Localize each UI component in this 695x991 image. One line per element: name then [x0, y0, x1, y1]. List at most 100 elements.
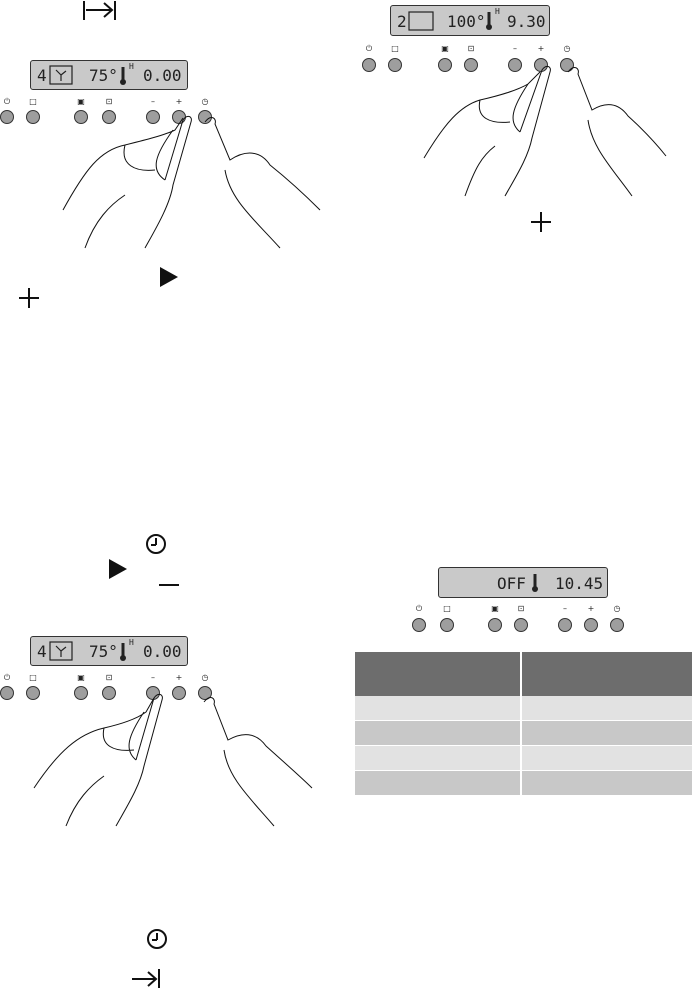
table-header-cell	[355, 652, 522, 696]
table-row	[355, 720, 692, 746]
hands-pressing-illustration	[62, 115, 321, 249]
minus-button[interactable]	[558, 618, 572, 632]
function-button[interactable]	[464, 58, 478, 72]
temperature-value: 100°	[447, 12, 486, 31]
oven-frame-icon	[408, 11, 434, 31]
power-button[interactable]	[0, 110, 14, 124]
table-row	[355, 745, 692, 771]
table-header-row	[355, 652, 692, 696]
thermometer-icon	[532, 574, 538, 592]
time-value: 9.30	[507, 12, 546, 31]
clock-symbol: ◷	[563, 44, 571, 53]
end-time-arrow-icon	[132, 969, 160, 988]
minus-symbol: –	[151, 673, 155, 682]
status-text: OFF	[497, 574, 526, 593]
play-triangle-icon	[109, 559, 127, 579]
table-cell	[355, 696, 522, 721]
program-button[interactable]	[74, 686, 88, 700]
clock-icon	[147, 929, 167, 949]
plus-symbol: +	[587, 604, 595, 613]
temperature-value: 75°	[89, 642, 118, 661]
function-button[interactable]	[514, 618, 528, 632]
function-button[interactable]	[102, 110, 116, 124]
thermometer-icon	[120, 643, 126, 661]
timer-indicator: H	[495, 7, 500, 16]
program-symbol: ▣	[491, 604, 499, 613]
light-symbol: □	[443, 604, 451, 613]
power-button[interactable]	[412, 618, 426, 632]
program-symbol: ▣	[441, 44, 449, 53]
program-button[interactable]	[488, 618, 502, 632]
program-number: 2	[397, 12, 407, 31]
minus-button[interactable]	[508, 58, 522, 72]
hands-pressing-illustration	[423, 65, 667, 197]
button-row-top-right: ⏻ □ ▣ ⊡ – + ◷	[360, 45, 585, 75]
plus-symbol: +	[175, 97, 183, 106]
timer-indicator: H	[129, 62, 134, 71]
program-symbol: ▣	[77, 97, 85, 106]
minus-symbol: –	[513, 44, 517, 53]
fan-icon	[49, 65, 73, 85]
hands-pressing-illustration	[33, 693, 313, 827]
time-value: 0.00	[143, 66, 182, 85]
function-symbol: ⊡	[517, 604, 525, 613]
function-button[interactable]	[102, 686, 116, 700]
plus-icon	[531, 212, 551, 232]
clock-icon	[146, 534, 166, 554]
minus-symbol: –	[563, 604, 567, 613]
program-number: 4	[37, 66, 47, 85]
function-symbol: ⊡	[105, 673, 113, 682]
thermometer-icon	[120, 67, 126, 85]
program-button[interactable]	[438, 58, 452, 72]
button-row-bottom-left: ⏻ □ ▣ ⊡ – + ◷	[0, 674, 220, 704]
power-button[interactable]	[362, 58, 376, 72]
clock-symbol: ◷	[201, 97, 209, 106]
clock-symbol: ◷	[613, 604, 621, 613]
oven-display-off: OFF 10.45	[438, 567, 608, 598]
clock-button[interactable]	[610, 618, 624, 632]
light-symbol: □	[29, 97, 37, 106]
minus-icon	[159, 584, 179, 586]
light-symbol: □	[29, 673, 37, 682]
plus-button[interactable]	[584, 618, 598, 632]
clock-button[interactable]	[560, 58, 574, 72]
light-button[interactable]	[440, 618, 454, 632]
plus-symbol: +	[537, 44, 545, 53]
table-row	[355, 770, 692, 796]
light-button[interactable]	[26, 686, 40, 700]
temperature-value: 75°	[89, 66, 118, 85]
table-cell	[521, 720, 692, 746]
minus-button[interactable]	[146, 110, 160, 124]
table-cell	[355, 745, 522, 771]
power-button[interactable]	[0, 686, 14, 700]
light-symbol: □	[391, 44, 399, 53]
oven-display-top-right: 2 100° H 9.30	[390, 5, 550, 36]
light-button[interactable]	[26, 110, 40, 124]
function-symbol: ⊡	[467, 44, 475, 53]
power-symbol: ⏻	[365, 44, 373, 53]
clock-symbol: ◷	[201, 673, 209, 682]
program-symbol: ▣	[77, 673, 85, 682]
program-number: 4	[37, 642, 47, 661]
power-symbol: ⏻	[3, 673, 11, 682]
table-row	[355, 696, 692, 721]
table-header-cell	[521, 652, 692, 696]
end-time-arrow-icon	[83, 1, 116, 20]
light-button[interactable]	[388, 58, 402, 72]
plus-button[interactable]	[172, 686, 186, 700]
play-triangle-icon	[160, 267, 178, 287]
thermometer-icon	[486, 12, 492, 30]
clock-button[interactable]	[198, 686, 212, 700]
oven-display-bottom-left: 4 75° H 0.00	[30, 636, 188, 666]
table-cell	[521, 770, 692, 796]
function-symbol: ⊡	[105, 97, 113, 106]
settings-table	[355, 652, 692, 796]
power-symbol: ⏻	[3, 97, 11, 106]
button-row-off-display: ⏻ □ ▣ ⊡ – + ◷	[412, 605, 632, 635]
timer-indicator: H	[129, 638, 134, 647]
power-symbol: ⏻	[415, 604, 423, 613]
program-button[interactable]	[74, 110, 88, 124]
oven-display-top-left: 4 75° H 0.00	[30, 60, 188, 90]
fan-icon	[49, 641, 73, 661]
table-cell	[521, 696, 692, 721]
